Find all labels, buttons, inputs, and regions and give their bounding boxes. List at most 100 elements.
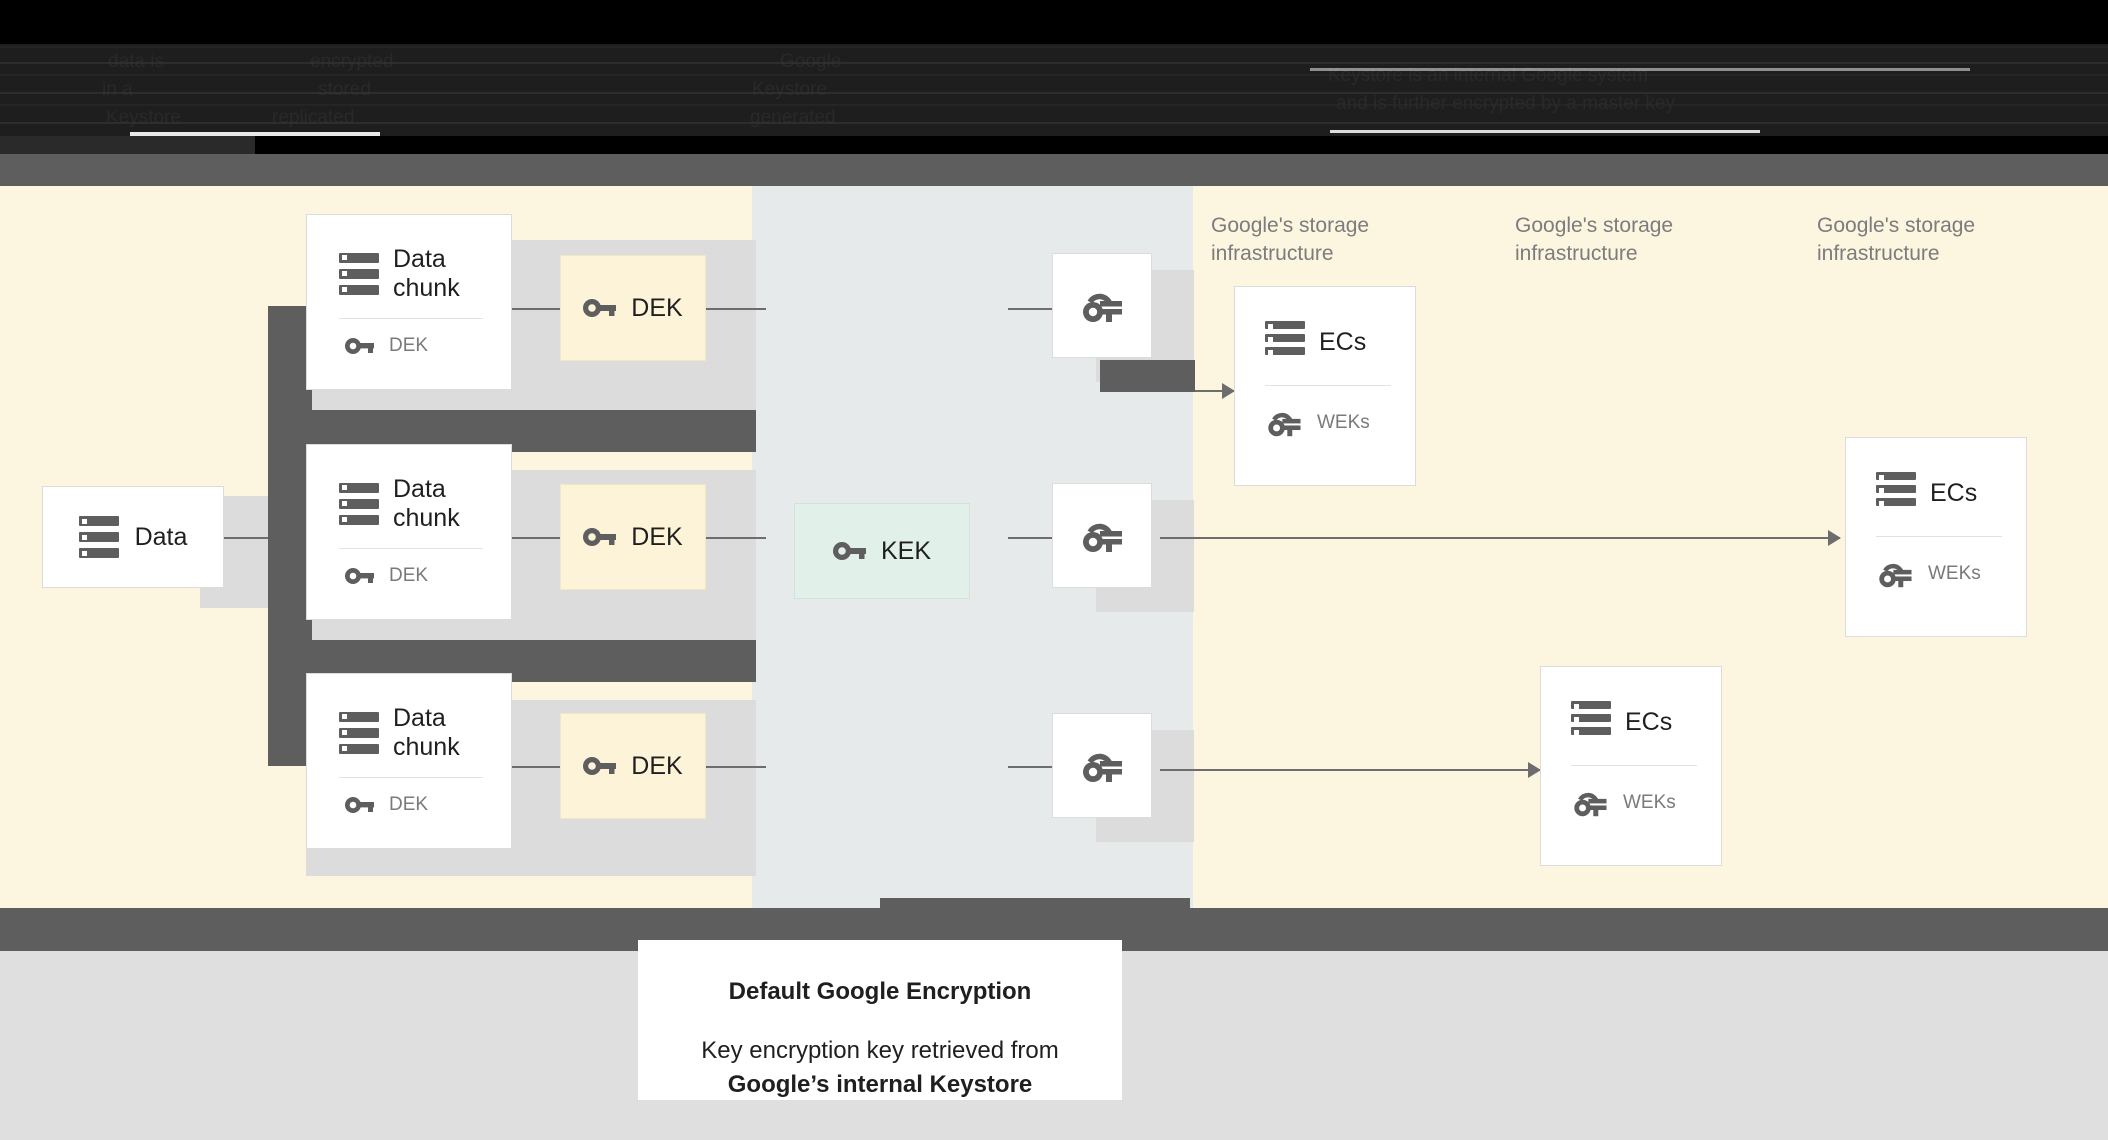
server-icon [339, 252, 379, 295]
card-divider [1265, 385, 1391, 386]
card-divider [1876, 536, 2002, 537]
server-icon [1265, 321, 1305, 363]
data-chunk-card[interactable]: Data chunk DEK [306, 444, 512, 620]
connector-kek-to-wek2 [1008, 537, 1052, 539]
caption-line-2: Google’s internal Keystore [727, 1071, 1033, 1099]
header-fragment-2: Google [780, 51, 842, 72]
selection-overlay-bar-vertical [268, 306, 312, 766]
header-fragment-10: and is further encrypted by a master key [1336, 93, 1675, 114]
wek-label: WEKs [1623, 792, 1676, 813]
caption-line-1: Key encryption key retrieved from [701, 1037, 1059, 1064]
arrow-wek1-to-storage1 [1160, 383, 1235, 399]
header-smear [0, 104, 2108, 106]
data-chunk-card[interactable]: Data chunk DEK [306, 214, 512, 390]
header-fragment-4: stored [318, 79, 371, 100]
storage-label: Google's storage infrastructure [1211, 214, 1370, 266]
connector-dek2-out [706, 537, 766, 539]
key-icon [345, 566, 375, 586]
ec-title: ECs [1625, 707, 1673, 736]
storage-ec-card[interactable]: ECs WEKs [1234, 286, 1416, 486]
key-icon [583, 526, 617, 548]
header-smear [0, 46, 2108, 48]
dek-box[interactable]: DEK [560, 713, 706, 819]
storage-ec-card[interactable]: ECs WEKs [1845, 437, 2027, 637]
header-fragment-9: Keystore is an internal Google system [1328, 65, 1648, 86]
key-icon [583, 297, 617, 319]
caption-title: Default Google Encryption [728, 978, 1032, 1005]
connector-chunk2-to-dek2 [512, 537, 560, 539]
data-chunk-card[interactable]: Data chunk DEK [306, 673, 512, 849]
server-icon [339, 711, 379, 754]
connector-dek1-out [706, 308, 766, 310]
header-fragment-5: Keystore [752, 79, 827, 100]
card-divider [339, 777, 483, 778]
header-fragment-3: in a [102, 79, 133, 100]
header-fragment-1: encrypted [310, 51, 394, 72]
wrapped-key-icon [1079, 518, 1125, 554]
connector-to-wek3 [1008, 766, 1052, 768]
wrapped-key-icon [1079, 288, 1125, 324]
server-icon [339, 482, 379, 525]
selection-overlay-bar-footer-notch [880, 898, 1190, 910]
header-smear [130, 132, 380, 136]
kek-box[interactable]: KEK [794, 503, 970, 599]
selection-overlay-bar-arrow1 [1100, 360, 1195, 392]
wrapped-key-box[interactable] [1052, 483, 1152, 588]
server-icon [1876, 472, 1916, 514]
wrapped-key-box[interactable] [1052, 713, 1152, 818]
data-source-card[interactable]: Data [42, 486, 224, 588]
kek-label: KEK [880, 536, 932, 565]
header-smear [0, 92, 2108, 94]
caption-card: Default Google Encryption Key encryption… [638, 940, 1122, 1100]
data-chunk-key-label: DEK [389, 794, 429, 815]
wek-label: WEKs [1317, 412, 1370, 433]
caption-body: Key encryption key retrieved from Google… [638, 1034, 1122, 1102]
ec-title: ECs [1319, 327, 1367, 356]
header-smear [1330, 130, 1760, 133]
data-source-label: Data [134, 522, 188, 551]
connector-to-wek1 [1008, 308, 1052, 310]
wrapped-key-icon [1876, 559, 1914, 589]
card-divider [339, 318, 483, 319]
header-obscured-text-band: data is encrypted Google in a stored Key… [0, 44, 2108, 136]
wrapped-key-box[interactable] [1052, 253, 1152, 358]
header-under-bar [0, 136, 255, 154]
data-chunk-key-label: DEK [389, 565, 429, 586]
ec-title: ECs [1930, 478, 1978, 507]
key-icon [583, 755, 617, 777]
data-chunk-title: Data chunk [393, 245, 460, 302]
dek-label: DEK [631, 293, 683, 322]
data-chunk-title: Data chunk [393, 475, 460, 532]
header-fragment-0: data is [108, 51, 164, 72]
server-icon [1571, 701, 1611, 743]
dek-label: DEK [631, 522, 683, 551]
arrow-wek2-to-storage2 [1160, 530, 1841, 546]
connector-chunk3-to-dek3 [512, 766, 560, 768]
wek-label: WEKs [1928, 563, 1981, 584]
key-icon [345, 336, 375, 356]
header-fragment-8: generated [750, 107, 836, 128]
storage-ec-card[interactable]: ECs WEKs [1540, 666, 1722, 866]
card-divider [1571, 765, 1697, 766]
dek-box[interactable]: DEK [560, 484, 706, 590]
header-smear [1310, 68, 1970, 71]
header-fragment-6: Keystore [106, 107, 181, 128]
key-icon [345, 795, 375, 815]
dek-label: DEK [631, 751, 683, 780]
data-chunk-title: Data chunk [393, 704, 460, 761]
wrapped-key-icon [1265, 408, 1303, 438]
header-smear [0, 122, 2108, 124]
top-dark-band [0, 154, 2108, 186]
connector-data-to-chunks [222, 537, 312, 539]
storage-label: Google's storage infrastructure [1515, 214, 1674, 266]
server-icon [78, 516, 119, 558]
wrapped-key-icon [1079, 748, 1125, 784]
dek-box[interactable]: DEK [560, 255, 706, 361]
connector-dek3-out [706, 766, 766, 768]
header-smear [0, 74, 2108, 76]
wrapped-key-icon [1571, 788, 1609, 818]
connector-chunk1-to-dek1 [512, 308, 560, 310]
header-fragment-7: replicated [272, 107, 355, 128]
key-icon [832, 540, 867, 562]
